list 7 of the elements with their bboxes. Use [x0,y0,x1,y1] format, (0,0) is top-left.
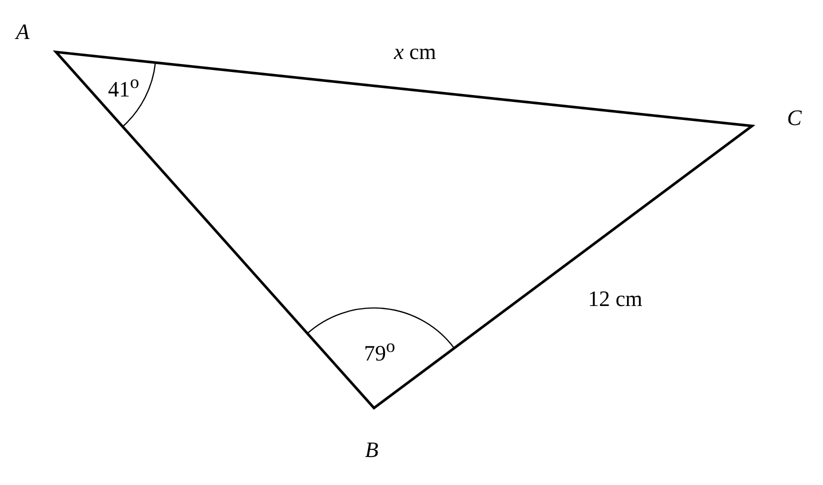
vertex-label: B [365,438,378,462]
vertex-label: A [16,20,30,44]
side-length-label: x cm [394,40,436,64]
vertex-label: C [787,106,802,130]
side-length-label: 12 cm [588,287,642,312]
angle-label: 79$^{o}$ [364,336,396,366]
angle-label: 41$^{o}$ [108,72,140,102]
